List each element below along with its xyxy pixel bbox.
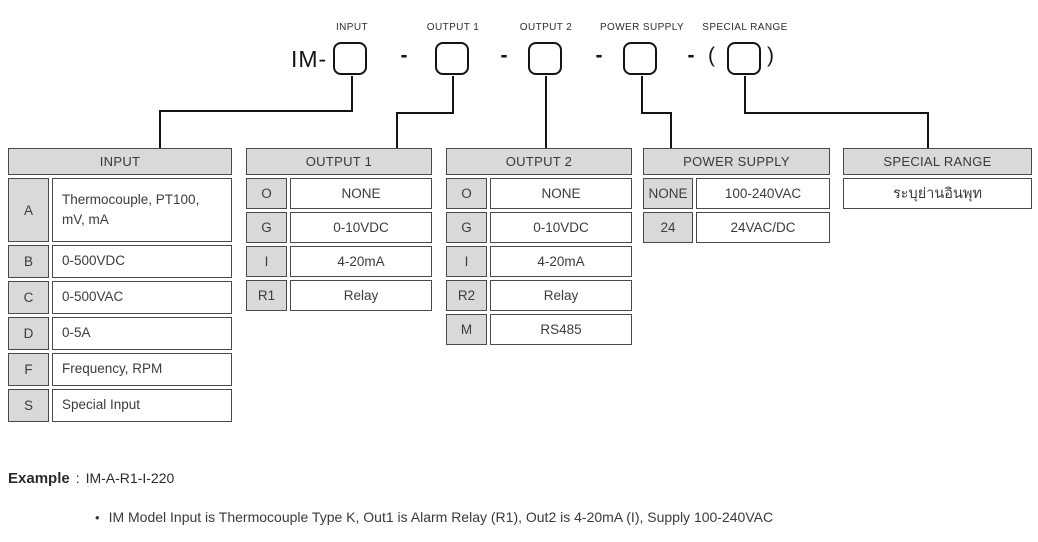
desc-cell: Special Input bbox=[52, 389, 232, 422]
example-code: IM-A-R1-I-220 bbox=[85, 470, 175, 486]
desc-cell: 0-5A bbox=[52, 317, 232, 350]
desc-cell: RS485 bbox=[490, 314, 632, 345]
example-heading: Example bbox=[8, 470, 70, 487]
bullet-marker: • bbox=[95, 510, 100, 525]
desc-cell: Frequency, RPM bbox=[52, 353, 232, 386]
code-cell: D bbox=[8, 317, 49, 350]
code-box-output2 bbox=[528, 42, 562, 75]
close-paren: ) bbox=[767, 44, 774, 67]
table-title: OUTPUT 1 bbox=[246, 148, 432, 175]
code-cell: S bbox=[8, 389, 49, 422]
connector-line-output1 bbox=[452, 76, 454, 114]
model-prefix: IM- bbox=[291, 46, 328, 72]
code-box-input bbox=[333, 42, 367, 75]
table-row: NONE 100-240VAC bbox=[643, 178, 830, 209]
example-separator: : bbox=[75, 470, 80, 486]
table-row: C 0-500VAC bbox=[8, 281, 232, 314]
table-row: F Frequency, RPM bbox=[8, 353, 232, 386]
code-cell: R1 bbox=[246, 280, 287, 311]
desc-cell: 4-20mA bbox=[290, 246, 432, 277]
desc-cell: Thermocouple, PT100, mV, mA bbox=[52, 178, 232, 242]
code-box-power-supply bbox=[623, 42, 657, 75]
table-row: I 4-20mA bbox=[446, 246, 632, 277]
desc-cell: 0-10VDC bbox=[490, 212, 632, 243]
segment-label-output2: OUTPUT 2 bbox=[519, 22, 573, 33]
example-line: Example: IM-A-R1-I-220 bbox=[8, 470, 174, 487]
dash-separator: - bbox=[687, 44, 695, 67]
open-paren: ( bbox=[708, 44, 715, 67]
code-cell: M bbox=[446, 314, 487, 345]
connector-line-input bbox=[159, 110, 161, 148]
code-box-special-range bbox=[727, 42, 761, 75]
table-title: OUTPUT 2 bbox=[446, 148, 632, 175]
desc-cell: NONE bbox=[490, 178, 632, 209]
connector-line-output1 bbox=[396, 112, 398, 148]
table-row: A Thermocouple, PT100, mV, mA bbox=[8, 178, 232, 242]
code-cell: F bbox=[8, 353, 49, 386]
dash-separator: - bbox=[595, 44, 603, 67]
table-title: POWER SUPPLY bbox=[643, 148, 830, 175]
connector-line-special-range bbox=[927, 112, 929, 148]
desc-cell: 0-10VDC bbox=[290, 212, 432, 243]
table-row: R1 Relay bbox=[246, 280, 432, 311]
table-row: R2 Relay bbox=[446, 280, 632, 311]
code-cell: A bbox=[8, 178, 49, 242]
desc-cell: 24VAC/DC bbox=[696, 212, 830, 243]
code-cell: NONE bbox=[643, 178, 693, 209]
code-cell: G bbox=[446, 212, 487, 243]
connector-line-power-supply bbox=[641, 112, 672, 114]
table-row: O NONE bbox=[246, 178, 432, 209]
desc-cell: 0-500VDC bbox=[52, 245, 232, 278]
code-cell: O bbox=[446, 178, 487, 209]
table-row: 24 24VAC/DC bbox=[643, 212, 830, 243]
table-row: G 0-10VDC bbox=[246, 212, 432, 243]
connector-line-special-range bbox=[744, 76, 746, 114]
power-supply-table: POWER SUPPLY NONE 100-240VAC 24 24VAC/DC bbox=[643, 148, 830, 243]
connector-line-output2 bbox=[545, 76, 547, 148]
code-cell: I bbox=[246, 246, 287, 277]
special-range-note: ระบุย่านอินพุท bbox=[843, 178, 1032, 209]
desc-cell: 4-20mA bbox=[490, 246, 632, 277]
table-row: G 0-10VDC bbox=[446, 212, 632, 243]
connector-line-output1 bbox=[396, 112, 454, 114]
dash-separator: - bbox=[400, 44, 408, 67]
desc-cell: 0-500VAC bbox=[52, 281, 232, 314]
code-cell: R2 bbox=[446, 280, 487, 311]
table-row: S Special Input bbox=[8, 389, 232, 422]
special-range-table: SPECIAL RANGE ระบุย่านอินพุท bbox=[843, 148, 1032, 209]
segment-label-power-supply: POWER SUPPLY bbox=[599, 22, 685, 33]
example-bullet-line: • IM Model Input is Thermocouple Type K, … bbox=[95, 509, 773, 525]
connector-line-power-supply bbox=[670, 112, 672, 148]
table-row: M RS485 bbox=[446, 314, 632, 345]
code-box-output1 bbox=[435, 42, 469, 75]
code-cell: G bbox=[246, 212, 287, 243]
dash-separator: - bbox=[500, 44, 508, 67]
segment-label-special-range: SPECIAL RANGE bbox=[702, 22, 788, 33]
segment-label-input: INPUT bbox=[336, 22, 368, 33]
connector-line-power-supply bbox=[641, 76, 643, 114]
desc-cell: Relay bbox=[490, 280, 632, 311]
desc-cell: 100-240VAC bbox=[696, 178, 830, 209]
code-cell: O bbox=[246, 178, 287, 209]
segment-label-output1: OUTPUT 1 bbox=[426, 22, 480, 33]
table-title: INPUT bbox=[8, 148, 232, 175]
connector-line-special-range bbox=[744, 112, 929, 114]
output1-table: OUTPUT 1 O NONE G 0-10VDC I 4-20mA R1 Re… bbox=[246, 148, 432, 311]
table-title: SPECIAL RANGE bbox=[843, 148, 1032, 175]
code-cell: B bbox=[8, 245, 49, 278]
code-cell: C bbox=[8, 281, 49, 314]
code-cell: I bbox=[446, 246, 487, 277]
example-bullet-text: IM Model Input is Thermocouple Type K, O… bbox=[108, 509, 774, 525]
connector-line-input bbox=[351, 76, 353, 112]
table-row: D 0-5A bbox=[8, 317, 232, 350]
table-row: I 4-20mA bbox=[246, 246, 432, 277]
connector-line-input bbox=[159, 110, 353, 112]
table-row: O NONE bbox=[446, 178, 632, 209]
desc-cell: NONE bbox=[290, 178, 432, 209]
code-cell: 24 bbox=[643, 212, 693, 243]
table-row: B 0-500VDC bbox=[8, 245, 232, 278]
output2-table: OUTPUT 2 O NONE G 0-10VDC I 4-20mA R2 Re… bbox=[446, 148, 632, 345]
desc-cell: Relay bbox=[290, 280, 432, 311]
input-table: INPUT A Thermocouple, PT100, mV, mA B 0-… bbox=[8, 148, 232, 422]
